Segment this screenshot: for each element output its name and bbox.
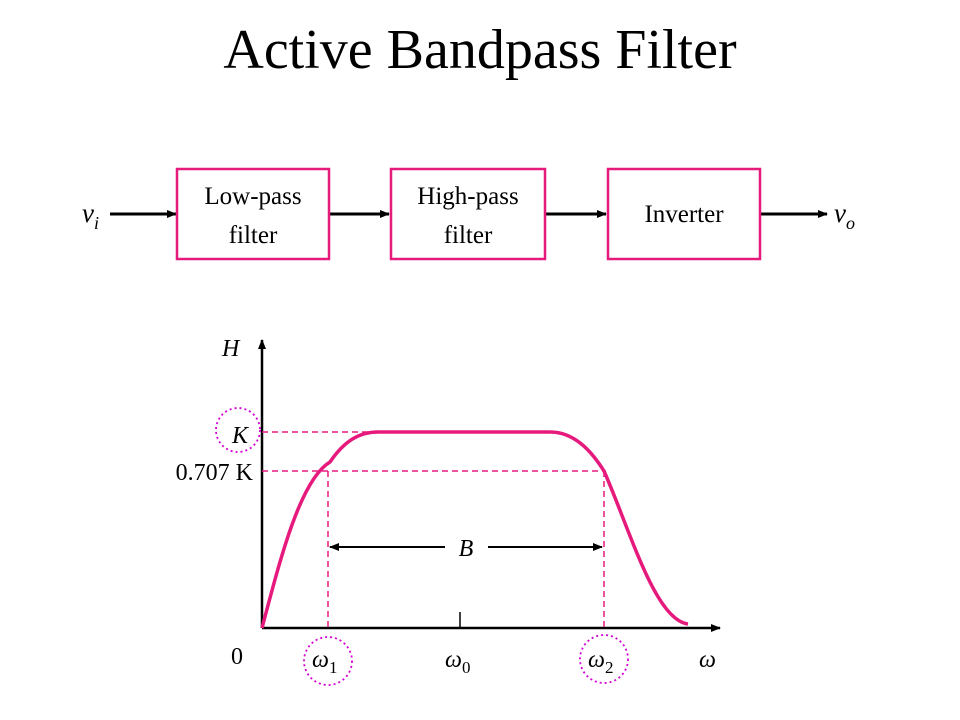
input-signal-label: vi — [82, 198, 99, 233]
frequency-response-plot: H ω 0 B K 0.707 K ω1 ω0 ω2 — [176, 336, 721, 686]
highlight-omega2-circle — [579, 634, 629, 684]
level-707-label: 0.707 K — [176, 460, 254, 486]
origin-label: 0 — [231, 644, 243, 670]
lowpass-filter-block: Low-pass filter — [175, 167, 331, 261]
highlight-K-circle — [215, 407, 261, 453]
x-axis-label: ω — [699, 647, 716, 673]
lowpass-block-label-line2: filter — [229, 222, 278, 249]
inverter-block-label: Inverter — [644, 201, 724, 228]
highpass-block-label-line1: High-pass — [417, 183, 518, 210]
lowpass-block-label-line1: Low-pass — [204, 183, 301, 210]
omega0-label: ω0 — [445, 647, 470, 677]
highpass-block-label-line2: filter — [444, 222, 493, 249]
level-K-label: K — [231, 423, 250, 449]
reference-lines — [262, 431, 606, 628]
omega1-label: ω1 — [312, 647, 337, 677]
inverter-block: Inverter — [606, 167, 762, 261]
omega2-label: ω2 — [588, 647, 613, 677]
response-curve — [260, 430, 689, 629]
block-diagram: vi Low-pass filter High-pass filter Inve… — [82, 167, 855, 261]
y-axis-label: H — [221, 336, 241, 362]
highpass-filter-block: High-pass filter — [389, 167, 547, 261]
slide-title: Active Bandpass Filter — [223, 19, 737, 81]
highlight-omega1-circle — [303, 636, 353, 686]
bandwidth-label: B — [459, 536, 474, 562]
output-signal-label: vo — [834, 198, 855, 233]
highlight-circles — [215, 407, 629, 686]
bandwidth-indicator: B — [329, 536, 603, 562]
